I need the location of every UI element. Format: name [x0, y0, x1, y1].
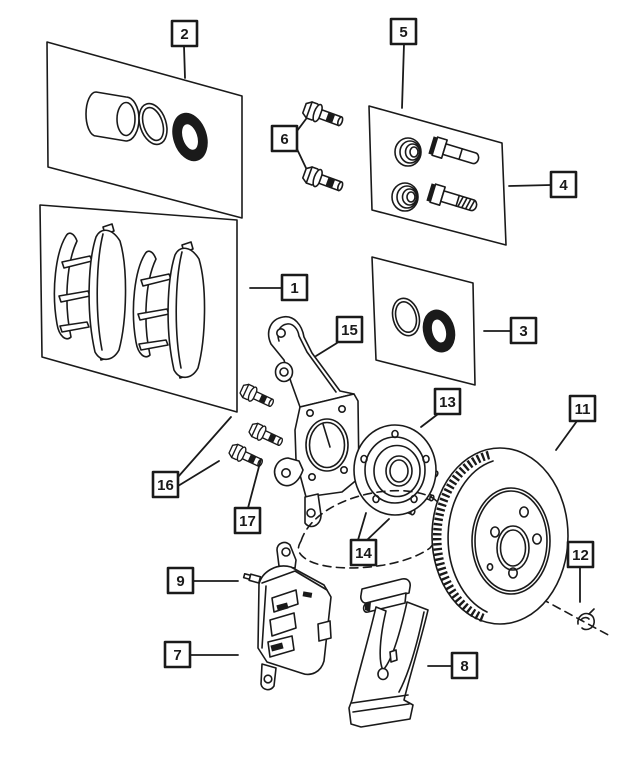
- pad-set: [53, 223, 127, 361]
- callout-5-guide-pin-boot-kit: 5: [389, 17, 418, 109]
- callout-number: 17: [239, 513, 256, 530]
- callout-box: [549, 170, 578, 199]
- bore-seal: [391, 297, 421, 337]
- callout-box: [349, 538, 378, 567]
- caliper-bracket: [348, 578, 429, 728]
- callout-leader-line: [508, 184, 552, 187]
- callout-number: 6: [280, 131, 288, 148]
- callout-leader-line: [420, 413, 439, 428]
- callout-leader-line: [177, 416, 232, 478]
- brake-pad-kit-box: [39, 204, 238, 413]
- guide-pin-splined: [426, 183, 478, 212]
- callout-leader-line: [366, 518, 390, 541]
- knuckle-bolt: [237, 381, 277, 412]
- callout-number: 1: [290, 280, 298, 297]
- callout-box: [568, 394, 597, 423]
- callout-6-caliper-guide-pin-bolts: 6: [270, 118, 307, 169]
- callout-16-knuckle-mounting-bolts: 16: [151, 416, 232, 499]
- callout-leader-line: [247, 458, 262, 509]
- callout-box: [270, 124, 299, 153]
- knuckle-bolt: [246, 420, 286, 451]
- callout-number: 8: [460, 658, 468, 675]
- piston-seal: [138, 102, 168, 146]
- callout-box: [280, 273, 309, 302]
- callout-8-caliper-adapter-bracket: 8: [427, 651, 479, 680]
- brake-rotor: [431, 447, 569, 625]
- callout-leader-line: [183, 45, 186, 79]
- callout-box: [233, 506, 262, 535]
- caliper-bolt-upper: [300, 99, 346, 132]
- callout-leader-line: [315, 342, 338, 357]
- pin-boot: [394, 137, 422, 167]
- callout-leader-line: [555, 420, 578, 451]
- callout-12-rotor-retaining-clip: 12: [566, 540, 595, 603]
- callout-box: [170, 19, 199, 48]
- pad-set: [132, 241, 206, 379]
- callout-leader-line: [296, 148, 307, 169]
- hub-and-bearing: [353, 424, 439, 516]
- seal-kit-box: [371, 256, 476, 386]
- caliper-bolt-lower: [300, 164, 346, 197]
- callout-3-caliper-seal-kit: 3: [483, 316, 538, 345]
- callout-number: 4: [559, 177, 568, 194]
- callout-box: [566, 540, 595, 569]
- callout-leader-line: [401, 43, 405, 109]
- callout-number: 13: [439, 394, 456, 411]
- callout-15-steering-knuckle: 15: [315, 315, 364, 357]
- callout-number: 15: [341, 322, 358, 339]
- piston-dust-boot: [172, 112, 208, 162]
- callout-11-brake-rotor: 11: [555, 394, 597, 451]
- callout-box: [509, 316, 538, 345]
- callout-box: [450, 651, 479, 680]
- callout-1-disc-brake-pad-kit: 1: [249, 273, 309, 302]
- brake-caliper: [242, 541, 332, 691]
- callout-14-hub-mounting-hardware: 14: [349, 512, 390, 567]
- callout-box: [389, 17, 418, 46]
- callout-number: 14: [355, 545, 372, 562]
- callout-number: 12: [572, 547, 589, 564]
- steering-knuckle: [267, 315, 360, 528]
- bleeder-screw: [242, 572, 262, 584]
- callout-4-guide-pin-kit: 4: [508, 170, 578, 199]
- callout-number: 7: [173, 647, 181, 664]
- callout-13-hub-and-bearing: 13: [420, 387, 462, 428]
- callout-leader-line: [177, 460, 220, 487]
- callout-box: [163, 640, 192, 669]
- callout-leader-line: [357, 512, 367, 541]
- guide-pin-kit-box: [368, 105, 507, 246]
- piston-kit-box: [46, 41, 243, 219]
- callout-number: 3: [519, 323, 527, 340]
- guide-pin: [428, 136, 480, 165]
- callout-number: 2: [180, 26, 188, 43]
- callout-box: [433, 387, 462, 416]
- retaining-clip: [577, 608, 595, 631]
- callout-2-caliper-piston-and-boot-kit: 2: [170, 19, 199, 79]
- callout-7-disc-brake-caliper: 7: [163, 640, 239, 669]
- callout-leader-line: [296, 118, 307, 132]
- callout-9-bleeder-screw: 9: [166, 566, 239, 595]
- callout-number: 5: [399, 24, 407, 41]
- callout-17-knuckle-bolt: 17: [233, 458, 262, 535]
- pin-boot: [391, 182, 419, 212]
- callout-number: 9: [176, 573, 184, 590]
- dust-boot-seal: [422, 309, 456, 353]
- callout-number: 16: [157, 477, 174, 494]
- callout-box: [166, 566, 195, 595]
- callout-box: [335, 315, 364, 344]
- caliper-piston: [85, 91, 140, 142]
- callout-box: [151, 470, 180, 499]
- callout-number: 11: [575, 401, 591, 418]
